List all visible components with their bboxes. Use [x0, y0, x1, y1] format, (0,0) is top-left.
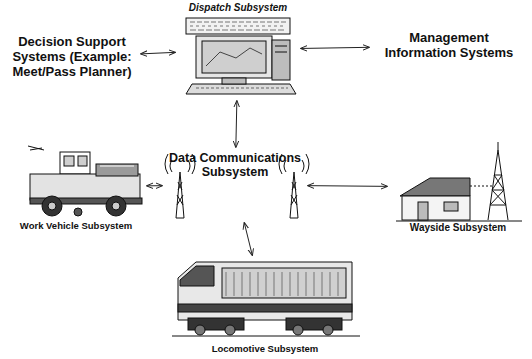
node-label: Locomotive Subsystem [150, 343, 380, 356]
node-label: Work Vehicle Subsystem [8, 220, 144, 233]
decision-support-node: Decision Support Systems (Example: Meet/… [6, 20, 138, 94]
double-arrow [141, 52, 175, 54]
computer-illustration [186, 18, 296, 94]
locomotive-illustration [172, 262, 360, 336]
work-vehicle-illustration [28, 146, 142, 216]
node-label: Dispatch Subsystem [178, 1, 298, 15]
wayside-illustration [396, 142, 522, 221]
double-arrow [301, 47, 369, 48]
locomotive-node: Locomotive Subsystem [150, 258, 380, 356]
dispatch-node: Dispatch Subsystem [178, 1, 298, 98]
data-comm-node: Data Communications Subsystem [165, 150, 305, 220]
node-label: Management Information Systems [372, 30, 526, 62]
double-arrow [308, 185, 387, 187]
double-arrow [244, 223, 252, 255]
management-info-node: Management Information Systems [372, 26, 526, 66]
node-label: Data Communications Subsystem [165, 150, 305, 181]
work-vehicle-node: Work Vehicle Subsystem [8, 140, 144, 233]
wayside-node: Wayside Subsystem [390, 140, 526, 234]
double-arrow [236, 101, 237, 147]
double-arrow [147, 185, 162, 186]
node-label: Wayside Subsystem [390, 221, 526, 235]
node-label: Decision Support Systems (Example: Meet/… [6, 34, 138, 81]
